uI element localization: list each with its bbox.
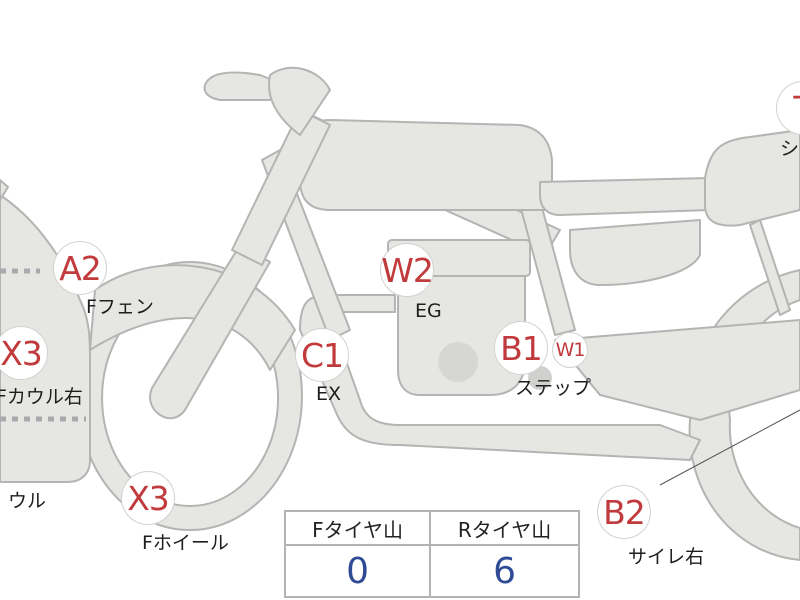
seat <box>539 177 711 216</box>
front-tire-value: 0 <box>283 544 432 598</box>
front-fork <box>149 244 271 420</box>
front-cowl <box>0 194 91 483</box>
part-label: シ <box>780 138 800 160</box>
swing-arm <box>554 319 800 421</box>
part-label: EG <box>415 300 442 322</box>
part-label: ステップ <box>515 377 592 399</box>
rear-tire-header: Rタイヤ山 <box>429 510 580 546</box>
damage-marker[interactable]: X3 <box>121 471 175 525</box>
part-label: Fカウル右 <box>0 386 83 408</box>
part-label: サイレ右 <box>628 546 705 568</box>
part-label: EX <box>316 383 342 405</box>
part-label: Fフェン <box>86 296 154 318</box>
damage-marker[interactable]: C1 <box>295 328 349 382</box>
part-label: Fホイール <box>142 532 229 554</box>
damage-marker[interactable]: A2 <box>53 241 107 295</box>
tail-cowl <box>704 129 800 227</box>
damage-marker[interactable]: W2 <box>380 243 434 297</box>
damage-marker[interactable]: B1 <box>494 321 548 375</box>
damage-marker[interactable]: X3 <box>0 326 48 380</box>
side-cover <box>569 219 701 286</box>
tire-tread-table: Fタイヤ山 Rタイヤ山 0 6 <box>283 510 580 598</box>
fuel-tank <box>299 119 553 211</box>
part-label: ウル <box>8 490 47 512</box>
damage-marker[interactable]: B2 <box>597 485 651 539</box>
damage-marker[interactable]: W1 <box>552 332 588 368</box>
front-tire-header: Fタイヤ山 <box>283 510 432 546</box>
rear-tire-value: 6 <box>429 544 580 598</box>
